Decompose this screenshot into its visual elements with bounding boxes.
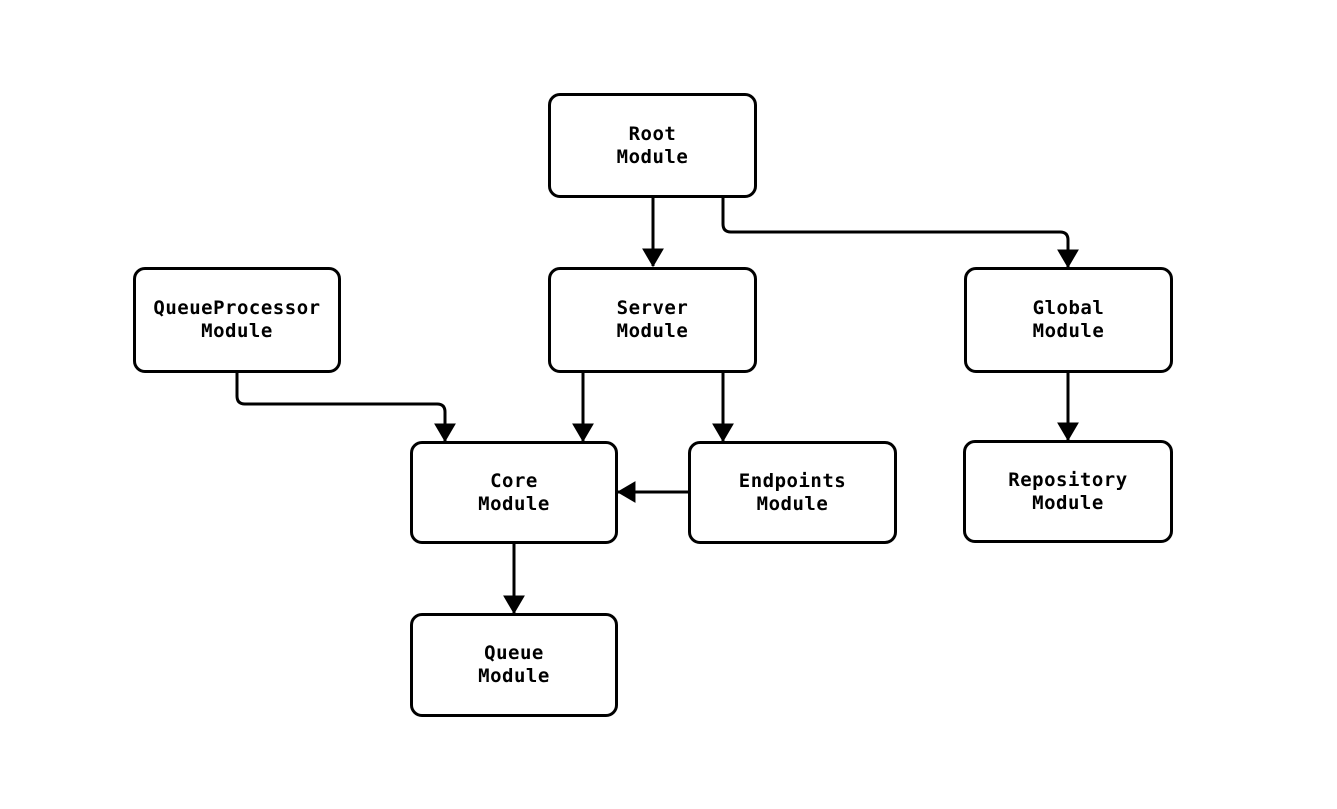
node-repository-module-name: Repository [1008,468,1128,491]
node-global-module-name: Global [1032,297,1105,319]
node-server-module-name: Server [616,297,689,319]
node-queue-module-suffix: Module [478,665,550,687]
node-global-module: Global Module [964,267,1173,373]
node-endpoints-module-name: Endpoints [738,469,847,492]
node-global-module-suffix: Module [1032,320,1105,342]
node-repository-module-suffix: Module [1032,491,1104,514]
node-repository-module: Repository Module [963,440,1173,543]
node-endpoints-module: Endpoints Module [688,441,897,544]
node-queue-module-name: Queue [484,642,544,664]
node-queue-module: Queue Module [410,613,618,717]
node-endpoints-module-suffix: Module [756,492,829,515]
node-core-module-name: Core [490,469,538,492]
node-queueprocessor-module: QueueProcessor Module [133,267,341,373]
node-root-module: Root Module [548,93,757,198]
node-root-module-suffix: Module [616,145,689,168]
node-core-module: Core Module [410,441,618,544]
node-root-module-name: Root [628,122,677,145]
edge-root-to-global [721,198,1079,269]
node-queueprocessor-module-suffix: Module [201,320,273,342]
node-server-module: Server Module [548,267,757,373]
node-server-module-suffix: Module [616,320,689,342]
node-queueprocessor-module-name: QueueProcessor [153,297,321,319]
node-core-module-suffix: Module [478,492,550,515]
edge-queueprocessor-to-core [235,373,456,443]
